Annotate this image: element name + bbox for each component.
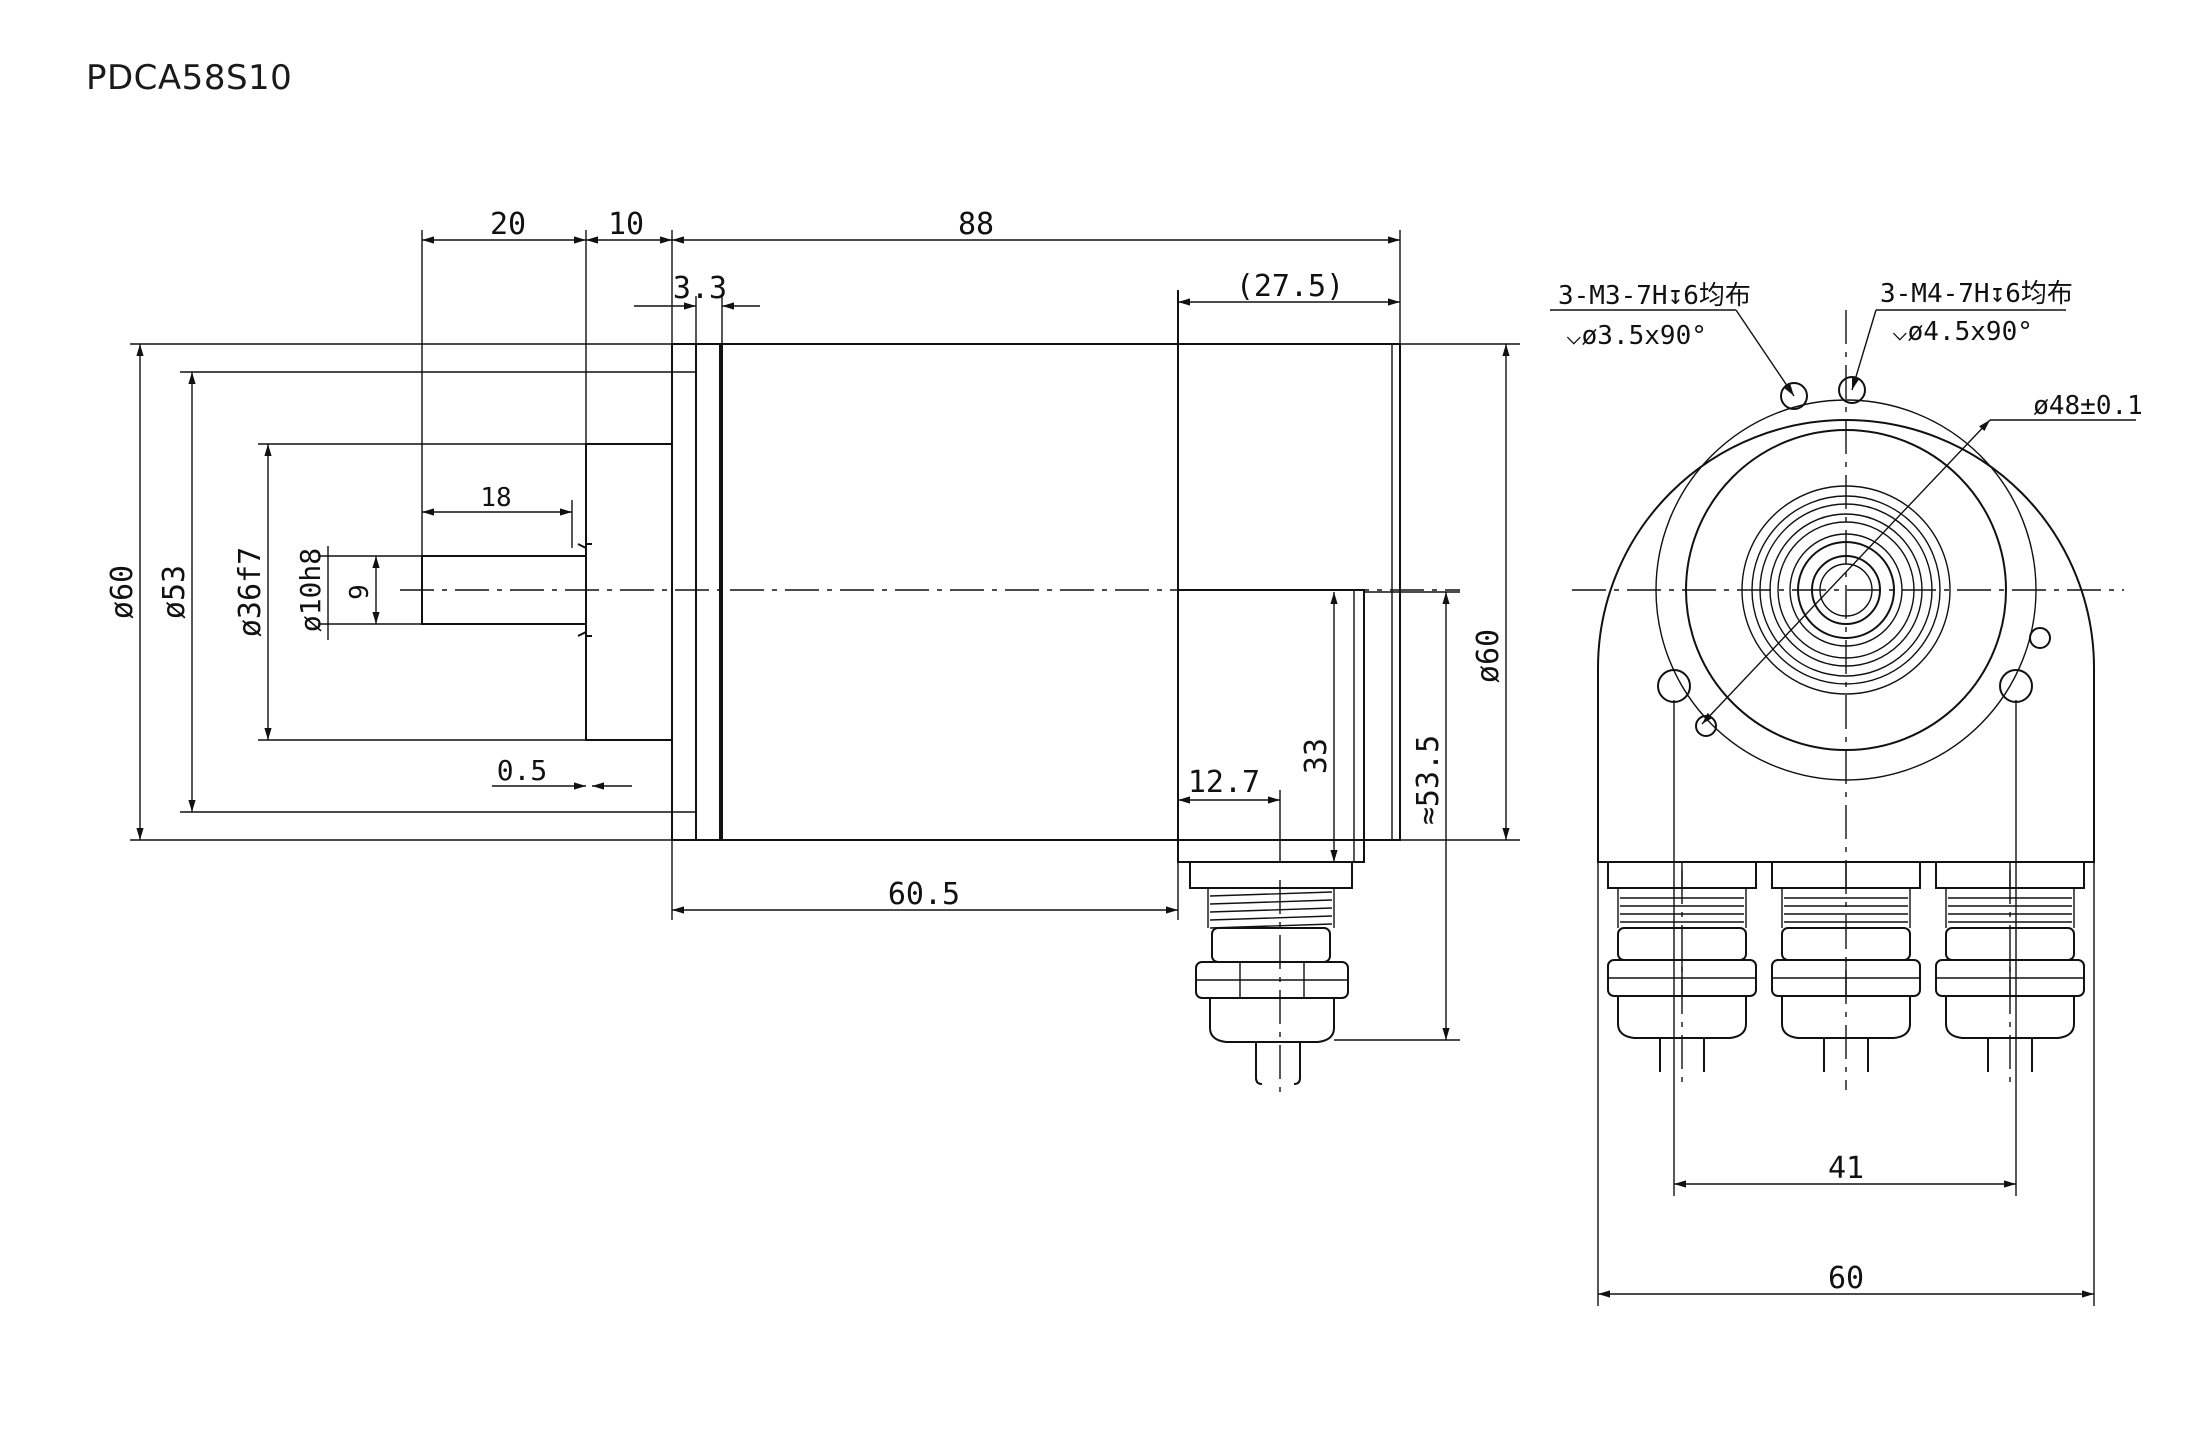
dim-88: 88 xyxy=(958,207,994,242)
dimension-lines xyxy=(136,236,1510,1040)
housing-body xyxy=(721,290,1401,862)
dim-20: 20 xyxy=(490,207,526,242)
cable-gland xyxy=(1189,861,1353,1092)
dim-27-5: (27.5) xyxy=(1236,269,1344,304)
dim-53: ø53 xyxy=(157,565,192,619)
connector-1 xyxy=(1607,861,1757,1090)
dim-10: 10 xyxy=(608,207,644,242)
dimension-texts: 20 10 88 3.3 (27.5) ø60 ø53 ø36f7 ø10h8 … xyxy=(105,207,1506,912)
hole-label-m4-line1: 3-M4-7H↧6均布 xyxy=(1880,279,2073,309)
dim-18: 18 xyxy=(480,483,511,513)
connector-3 xyxy=(1935,861,2085,1090)
side-view: 20 10 88 3.3 (27.5) ø60 ø53 ø36f7 ø10h8 … xyxy=(105,207,1520,1092)
hole-label-m3-line2: ⌵ø3.5x90° xyxy=(1566,321,1707,351)
flange xyxy=(671,343,721,841)
dim-33: 33 xyxy=(1299,738,1334,774)
dim-10h8: ø10h8 xyxy=(294,548,327,632)
dim-53-5: ≈53.5 xyxy=(1411,735,1446,825)
bolt-circle xyxy=(1655,399,2037,781)
pilot-boss xyxy=(585,443,673,741)
connector-2 xyxy=(1771,861,1921,1072)
hole-label-m4-line2: ⌵ø4.5x90° xyxy=(1892,317,2033,347)
front-view: 3-M3-7H↧6均布 ⌵ø3.5x90° 3-M4-7H↧6均布 ⌵ø4.5x… xyxy=(1550,279,2143,1306)
front-connectors xyxy=(1607,861,2085,1090)
drawing-title: PDCA58S10 xyxy=(86,58,293,98)
connector-block xyxy=(1177,589,1365,863)
dim-36f7: ø36f7 xyxy=(233,547,268,637)
dim-48: ø48±0.1 xyxy=(2033,391,2143,421)
dim-60-5: 60.5 xyxy=(888,877,960,912)
dim-41: 41 xyxy=(1828,1151,1864,1186)
hole-label-m3-line1: 3-M3-7H↧6均布 xyxy=(1558,281,1751,311)
dim-12-7: 12.7 xyxy=(1188,765,1260,800)
extension-lines xyxy=(130,230,1520,1041)
dim-0-5: 0.5 xyxy=(497,754,548,787)
front-dimension-lines xyxy=(1550,309,2136,1306)
dim-60-right: ø60 xyxy=(1471,629,1506,683)
dim-60-left: ø60 xyxy=(105,565,140,619)
dim-3-3: 3.3 xyxy=(673,271,727,306)
dim-9: 9 xyxy=(345,584,375,600)
dim-60-front: 60 xyxy=(1828,1261,1864,1296)
front-dimension-texts: 3-M3-7H↧6均布 ⌵ø3.5x90° 3-M4-7H↧6均布 ⌵ø4.5x… xyxy=(1558,279,2143,1296)
